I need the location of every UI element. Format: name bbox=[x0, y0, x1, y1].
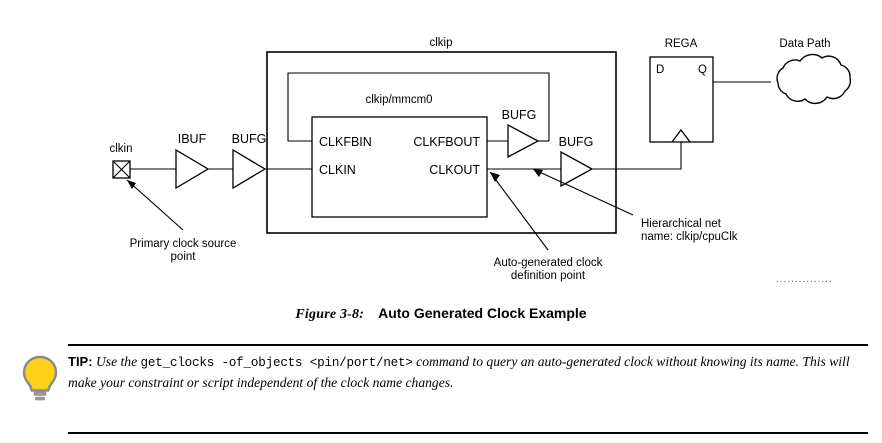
pin-clkfbout-label: CLKFBOUT bbox=[413, 135, 480, 149]
rega-block bbox=[649, 56, 714, 143]
rega-clock-notch-icon bbox=[671, 128, 691, 143]
figure-caption-title: Auto Generated Clock Example bbox=[378, 305, 587, 321]
autogen-line2: definition point bbox=[511, 270, 586, 282]
bufg-output-symbol bbox=[560, 150, 594, 188]
wire-bufg-to-rega-clk bbox=[592, 142, 682, 170]
tip-command-code: get_clocks -of_objects <pin/port/net> bbox=[140, 356, 413, 370]
lightbulb-icon bbox=[22, 355, 58, 401]
hier-net-line2: name: clkip/cpuClk bbox=[641, 231, 738, 243]
annotation-autogen-clock: Auto-generated clock definition point bbox=[489, 171, 603, 282]
primary-source-line1: Primary clock source bbox=[130, 238, 237, 250]
data-path-label: Data Path bbox=[779, 38, 830, 50]
mmcm0-block-label: clkip/mmcm0 bbox=[365, 94, 432, 106]
annotation-primary-source: Primary clock source point bbox=[126, 179, 237, 263]
tip-part1: Use the bbox=[95, 354, 138, 369]
clkip-block bbox=[266, 51, 617, 234]
feedback-net bbox=[287, 72, 550, 142]
tip-callout: TIP: Use the get_clocks -of_objects <pin… bbox=[68, 352, 870, 394]
ibuf-label: IBUF bbox=[178, 132, 207, 146]
figure-diagram: clkip clkip/mmcm0 CLKFBIN CLKIN CLKFBOUT… bbox=[109, 37, 852, 282]
primary-source-line2: point bbox=[171, 251, 197, 263]
annotation-hierarchical-net: Hierarchical net name: clkip/cpuClk bbox=[532, 168, 738, 243]
autogen-line1: Auto-generated clock bbox=[494, 257, 603, 269]
tip-part2: command to query an auto-generated clock… bbox=[68, 354, 850, 391]
rega-label: REGA bbox=[665, 38, 698, 50]
tip-rule-bottom bbox=[68, 432, 868, 434]
pin-clkin-label: CLKIN bbox=[319, 163, 356, 177]
dotted-artifact: ............... bbox=[776, 278, 842, 282]
figure-caption-label: Figure 3-8: bbox=[295, 307, 365, 322]
pin-clkfbin-label: CLKFBIN bbox=[319, 135, 372, 149]
tip-label: TIP: bbox=[68, 354, 93, 369]
mmcm0-block bbox=[311, 116, 488, 218]
figure-caption: Figure 3-8: Auto Generated Clock Example bbox=[0, 305, 882, 323]
bufg-output-label: BUFG bbox=[559, 135, 594, 149]
pin-clkout-label: CLKOUT bbox=[429, 163, 480, 177]
clkip-block-label: clkip bbox=[429, 37, 452, 49]
clkin-port-symbol bbox=[112, 160, 131, 179]
clkin-port-label: clkin bbox=[109, 143, 132, 155]
tip-rule-top bbox=[68, 344, 868, 346]
data-path-cloud bbox=[776, 53, 852, 105]
bufg-input-symbol bbox=[232, 148, 267, 190]
hier-net-line1: Hierarchical net bbox=[641, 218, 722, 230]
rega-q-pin-label: Q bbox=[698, 64, 707, 76]
bufg-feedback-symbol bbox=[507, 123, 540, 159]
bufg-input-label: BUFG bbox=[232, 132, 267, 146]
bufg-feedback-label: BUFG bbox=[502, 108, 537, 122]
ibuf-symbol bbox=[175, 148, 210, 190]
rega-d-pin-label: D bbox=[656, 64, 664, 76]
